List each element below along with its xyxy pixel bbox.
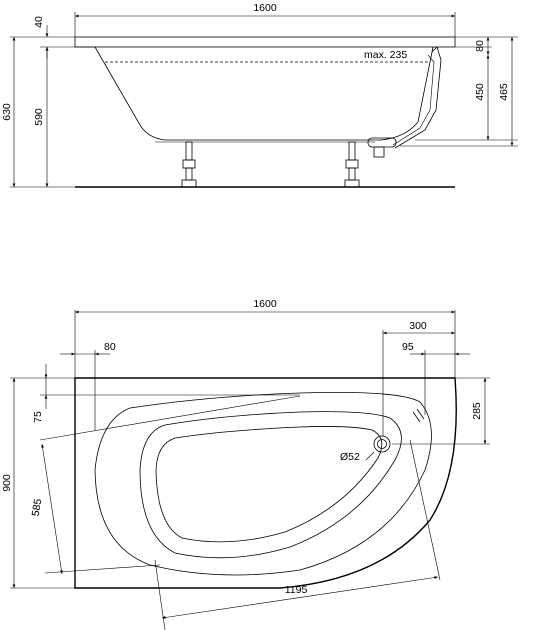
dim-line-inner-length xyxy=(161,576,439,619)
dim-rim-top-label: 40 xyxy=(33,16,45,28)
outer-basin-shape xyxy=(94,392,432,576)
dim-rim-height-label: 80 xyxy=(474,40,486,52)
drain-outer xyxy=(373,435,391,453)
inner-basin-floor xyxy=(155,426,383,543)
bathtub-body-profile xyxy=(94,46,434,141)
dim-overflow-b-label: 465 xyxy=(498,83,510,101)
top-view: Ø52 1600 300 80 95 75 xyxy=(1,298,490,630)
dim-overflow-a-label: 450 xyxy=(474,83,486,101)
dim-left-rim-label: 80 xyxy=(104,341,116,353)
dim-right-rim-label: 95 xyxy=(402,341,414,353)
drain-inner xyxy=(377,439,387,449)
dim-drain-diameter-label: Ø52 xyxy=(340,451,360,463)
dim-max-water-label: max. 235 xyxy=(364,49,407,61)
waste-fitting xyxy=(367,137,397,148)
dim-right-offset-label: 300 xyxy=(409,320,427,332)
dim-line-inner-width xyxy=(41,443,63,575)
dim-top-rim-label: 75 xyxy=(32,411,44,423)
side-view: 1600 40 630 590 80 450 465 max. 235 xyxy=(1,2,518,188)
dim-total-height-label: 630 xyxy=(1,103,13,121)
dim-body-height-label: 590 xyxy=(33,108,45,126)
bathtub-rim xyxy=(74,36,456,48)
dim-drain-offset-label: 285 xyxy=(471,402,483,420)
dim-width-label: 900 xyxy=(1,474,13,492)
overflow-pipe-inner xyxy=(392,54,435,146)
dim-inner-length-label: 1195 xyxy=(285,584,308,596)
dim-top-length-label: 1600 xyxy=(253,298,277,310)
dim-inner-width-label: 585 xyxy=(30,498,45,517)
leg-left xyxy=(181,141,197,188)
leg-right xyxy=(344,141,360,188)
dim-length-label: 1600 xyxy=(253,2,277,14)
overflow-slot xyxy=(412,408,425,423)
waste-outlet xyxy=(373,146,385,158)
bathtub-outline-top xyxy=(74,377,457,589)
overflow-pipe xyxy=(394,46,442,149)
inner-basin-shape xyxy=(139,411,402,559)
